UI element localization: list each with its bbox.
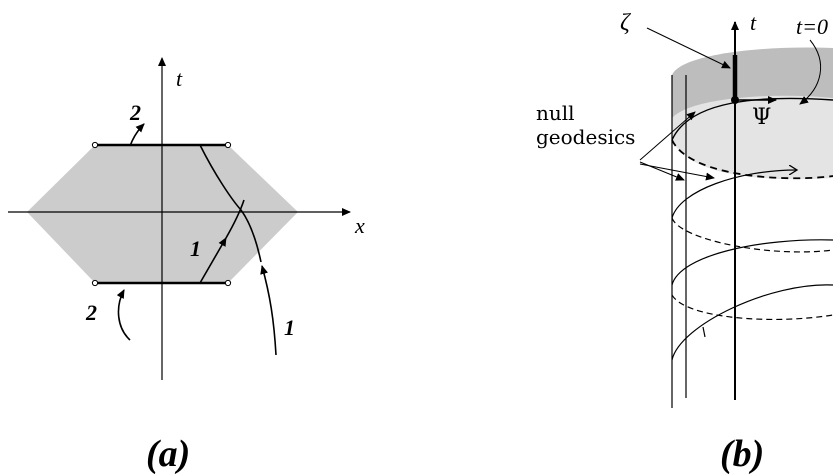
geodesic-curve-1-inner-cont — [225, 199, 245, 239]
curve-label-1-outer: 1 — [284, 315, 295, 340]
t0-ellipse-front — [671, 139, 833, 180]
geodesics-label: geodesics — [536, 125, 635, 149]
helix-2-back — [671, 294, 833, 321]
t-axis-b-label: t — [750, 10, 757, 35]
cap-light — [672, 95, 833, 180]
curve-label-2-top: 2 — [129, 100, 141, 125]
geodesic-curve-1-inner — [199, 237, 227, 284]
psi-label: Ψ — [752, 105, 771, 130]
panel-a-caption: (a) — [146, 433, 190, 475]
helix-3-front — [671, 284, 833, 361]
panel-b-caption: (b) — [720, 433, 764, 475]
zeta-pointer — [646, 27, 731, 69]
top-right-endpoint — [224, 141, 232, 149]
panel-b: ζ t t=0 Ψ null geodesics (b) — [536, 10, 833, 475]
geodesics-pointer-1 — [639, 111, 696, 161]
curve-label-2-bottom: 2 — [85, 300, 97, 325]
null-label: null — [536, 101, 575, 125]
helix-1-front — [671, 170, 796, 219]
x-axis-label: x — [354, 213, 365, 238]
curve-label-1-inner: 1 — [190, 236, 201, 261]
helix-1-back — [671, 217, 833, 253]
bottom-right-endpoint — [224, 279, 232, 287]
bottom-left-endpoint — [91, 279, 99, 287]
top-left-endpoint — [91, 141, 99, 149]
geodesic-curve-2-top — [129, 123, 145, 147]
helix-2-front — [671, 239, 833, 286]
t0-pointer — [799, 39, 822, 105]
geodesics-pointer-3 — [639, 163, 715, 181]
t-axis-label: t — [176, 66, 183, 91]
t-equals-label: t=0 — [796, 14, 828, 39]
zeta-label: ζ — [620, 10, 632, 36]
geodesic-curve-2-bottom — [116, 289, 131, 341]
helix-3-tick — [702, 326, 706, 338]
panel-a: t x 2 1 2 1 (a) — [8, 57, 365, 475]
geodesic-curve-1-tail — [260, 265, 277, 356]
